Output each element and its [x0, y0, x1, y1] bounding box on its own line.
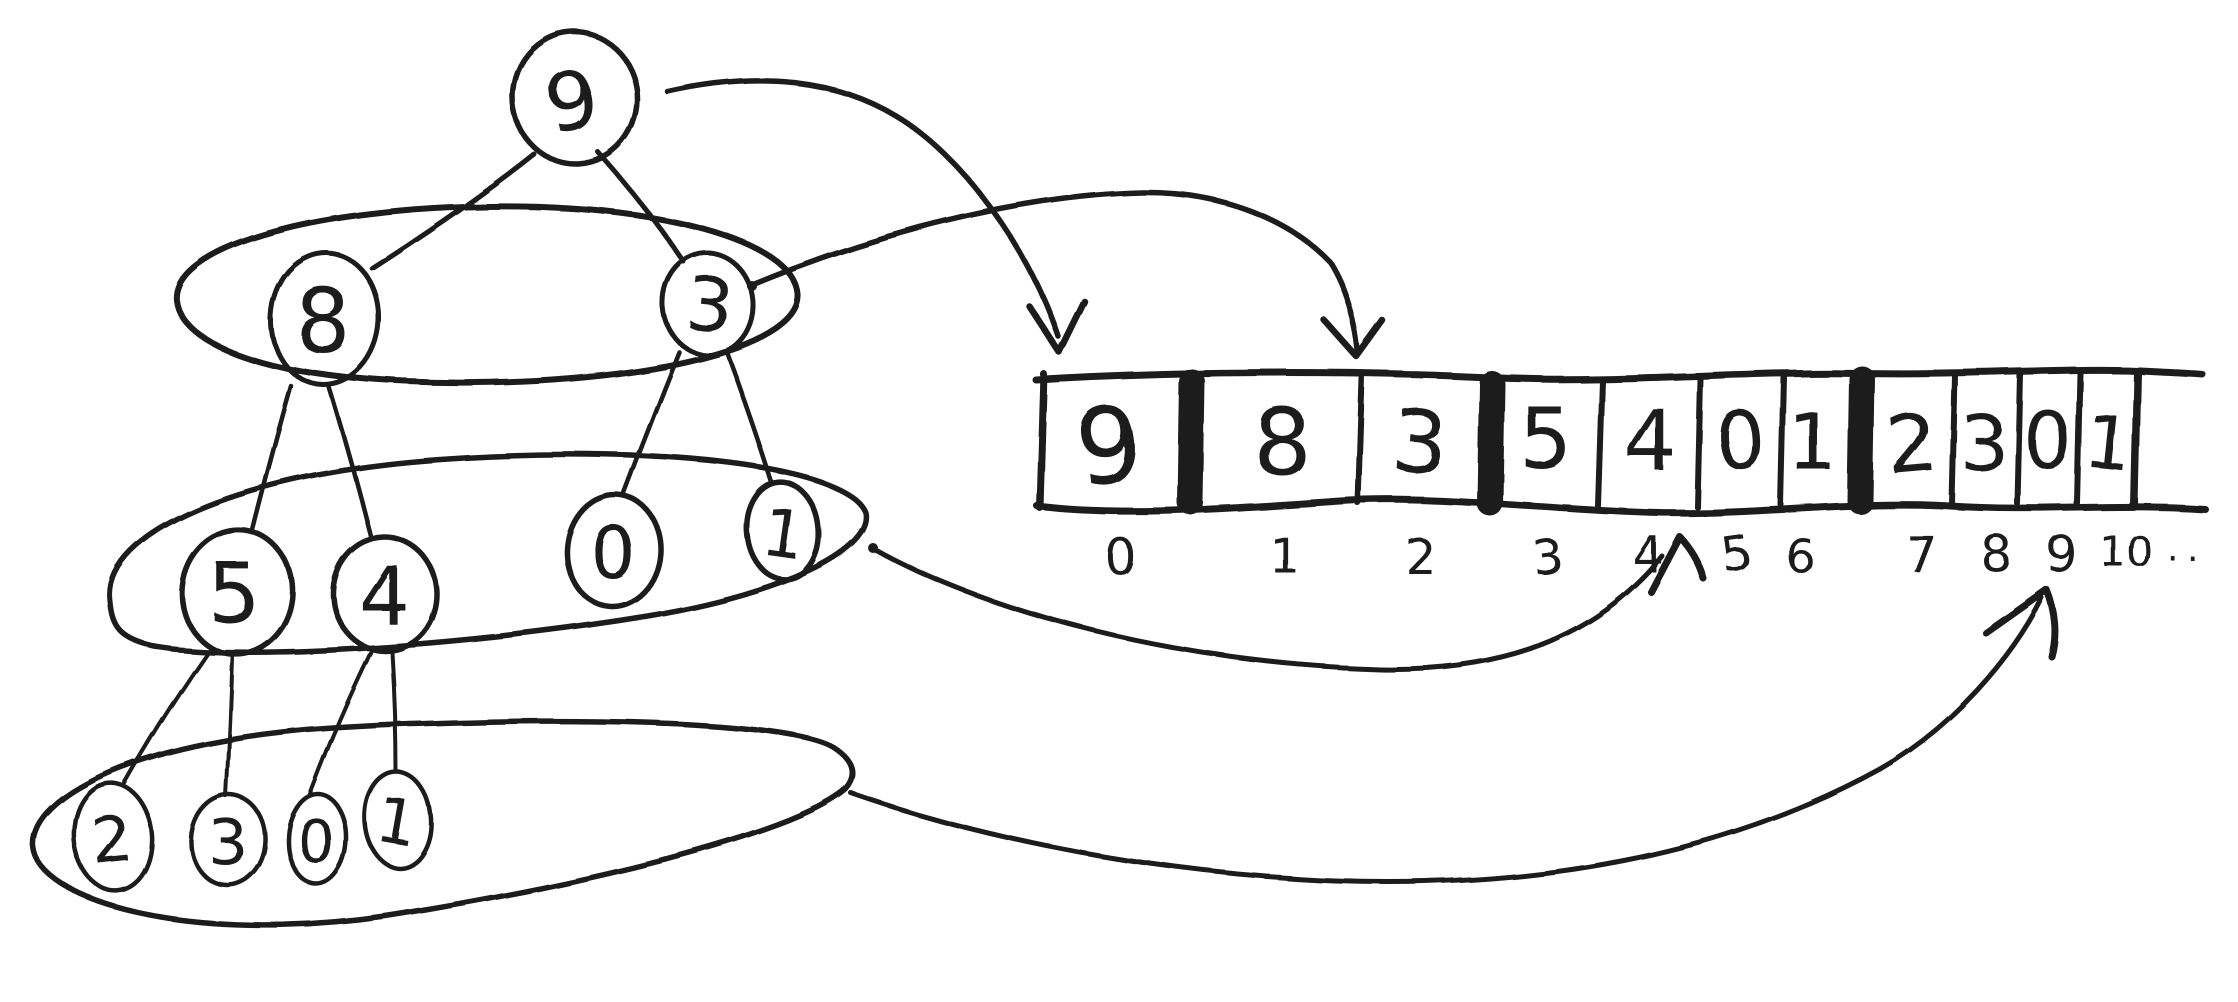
tree-node-circle-2b	[71, 780, 155, 894]
heap-tree-nodes: 9 8 3 5 4 0 1 2 3 0 1	[71, 29, 822, 894]
tree-node-circle-root	[510, 29, 640, 167]
array-index-label: 8	[1981, 526, 2013, 584]
arrow-root-to-index0	[665, 78, 1061, 339]
array-top-edge	[1032, 366, 2206, 384]
tree-node-value: 9	[537, 51, 608, 155]
tree-node-value: 1	[372, 783, 424, 862]
edge-root-to-3	[595, 149, 687, 265]
array-index-label: 1	[1269, 528, 1300, 584]
edge-4-to-1	[390, 651, 398, 774]
edge-5-to-2	[121, 652, 208, 788]
array-divider	[1949, 373, 1958, 507]
edge-8-to-4	[326, 384, 374, 541]
tree-node-value: 5	[208, 547, 260, 642]
array-divider	[2074, 370, 2083, 506]
tree-node-value: 0	[590, 511, 636, 595]
array-index-label: 0	[1104, 528, 1136, 586]
array-divider	[1595, 377, 1605, 509]
tree-node-circle-1b	[362, 769, 434, 871]
tree-edges	[121, 149, 775, 798]
tree-node-value: 0	[297, 807, 335, 877]
array-thick-divider-2	[1477, 371, 1505, 516]
tree-node-circle-3	[660, 250, 756, 358]
array-divider	[2014, 371, 2023, 506]
arrow-level1-to-index1	[749, 190, 1361, 353]
level1-group-oval	[173, 202, 802, 387]
array-cell-value: 9	[1069, 382, 1148, 510]
tree-node-circle-1	[744, 479, 822, 583]
tree-node-value: 3	[208, 806, 247, 879]
tree-node-circle-5	[179, 527, 295, 657]
array-cell-value: 3	[1389, 391, 1451, 495]
array-divider	[1355, 375, 1365, 506]
array-cell-value: 0	[2023, 397, 2073, 487]
tree-node-circle-3b	[188, 792, 268, 888]
edge-4-to-0	[308, 650, 373, 796]
arrow-down-icon	[1319, 315, 1387, 361]
array-divider	[1778, 374, 1787, 508]
edge-3-to-1	[724, 350, 775, 487]
array-index-label: 9	[2046, 526, 2078, 584]
array-cell-value: 8	[1253, 389, 1312, 496]
array-index-label: 10	[2099, 527, 2152, 576]
tree-node-circle-4	[330, 534, 440, 654]
array-cell-value: 1	[1788, 399, 1838, 489]
array-continuation-dots: ..	[2167, 528, 2206, 569]
edge-3-to-0	[620, 349, 682, 499]
ink-layer: 9 8 3 5 4 0 1 2 3 0 1	[30, 29, 2209, 928]
tree-node-value: 4	[359, 550, 410, 643]
arrow-up-icon	[1647, 533, 1708, 596]
tree-node-value: 8	[295, 270, 351, 373]
array-index-label: 7	[1905, 526, 1937, 584]
tree-node-circle-0	[564, 492, 664, 610]
level3-group-oval	[30, 717, 856, 928]
arrow-up-icon	[1982, 586, 2059, 661]
tree-node-value: 2	[88, 802, 136, 880]
mapping-arrows	[665, 78, 2059, 885]
array-thick-divider-3	[1847, 366, 1875, 514]
array-cell-value: 5	[1519, 390, 1572, 488]
array-index-label: 6	[1785, 529, 1814, 583]
array-bottom-edge	[1033, 496, 2209, 517]
array-index-label: 3	[1530, 529, 1566, 588]
array-cell-value: 3	[1960, 399, 2008, 488]
array-index-label: 5	[1718, 524, 1756, 584]
level-group-ovals	[30, 202, 870, 928]
array-cell-value: 2	[1883, 396, 1942, 493]
array-cell-value: 0	[1711, 392, 1768, 488]
array-index-label: 2	[1406, 530, 1437, 586]
array-index-labels: 0 1 2 3 4 5 6 7 8 9 10 ..	[1104, 524, 2206, 588]
edge-root-to-8	[369, 151, 537, 271]
array-divider	[2130, 368, 2141, 509]
array-divider	[1694, 376, 1703, 510]
edge-8-to-5	[249, 383, 294, 535]
tree-node-value: 3	[682, 261, 738, 351]
tree-node-circle-0b	[285, 791, 349, 887]
arrow-down-icon	[1025, 297, 1088, 356]
array-thick-divider-1	[1177, 369, 1205, 515]
tree-node-circle-8	[268, 250, 382, 388]
array-cell-values: 9 8 3 5 4 0 1 2 3 0 1	[1069, 382, 2135, 510]
array-left-edge	[1036, 370, 1048, 512]
array-cell-value: 1	[2080, 398, 2136, 488]
array-cell-value: 4	[1623, 392, 1676, 490]
tree-node-value: 1	[757, 493, 809, 575]
edge-5-to-3	[224, 655, 234, 798]
arrow-level3-to-index7	[848, 595, 2045, 885]
arrow-level2-to-index3	[871, 546, 1665, 672]
array-strip: 9 8 3 5 4 0 1 2 3 0 1 0 1 2 3 4 5 6	[1032, 366, 2209, 588]
